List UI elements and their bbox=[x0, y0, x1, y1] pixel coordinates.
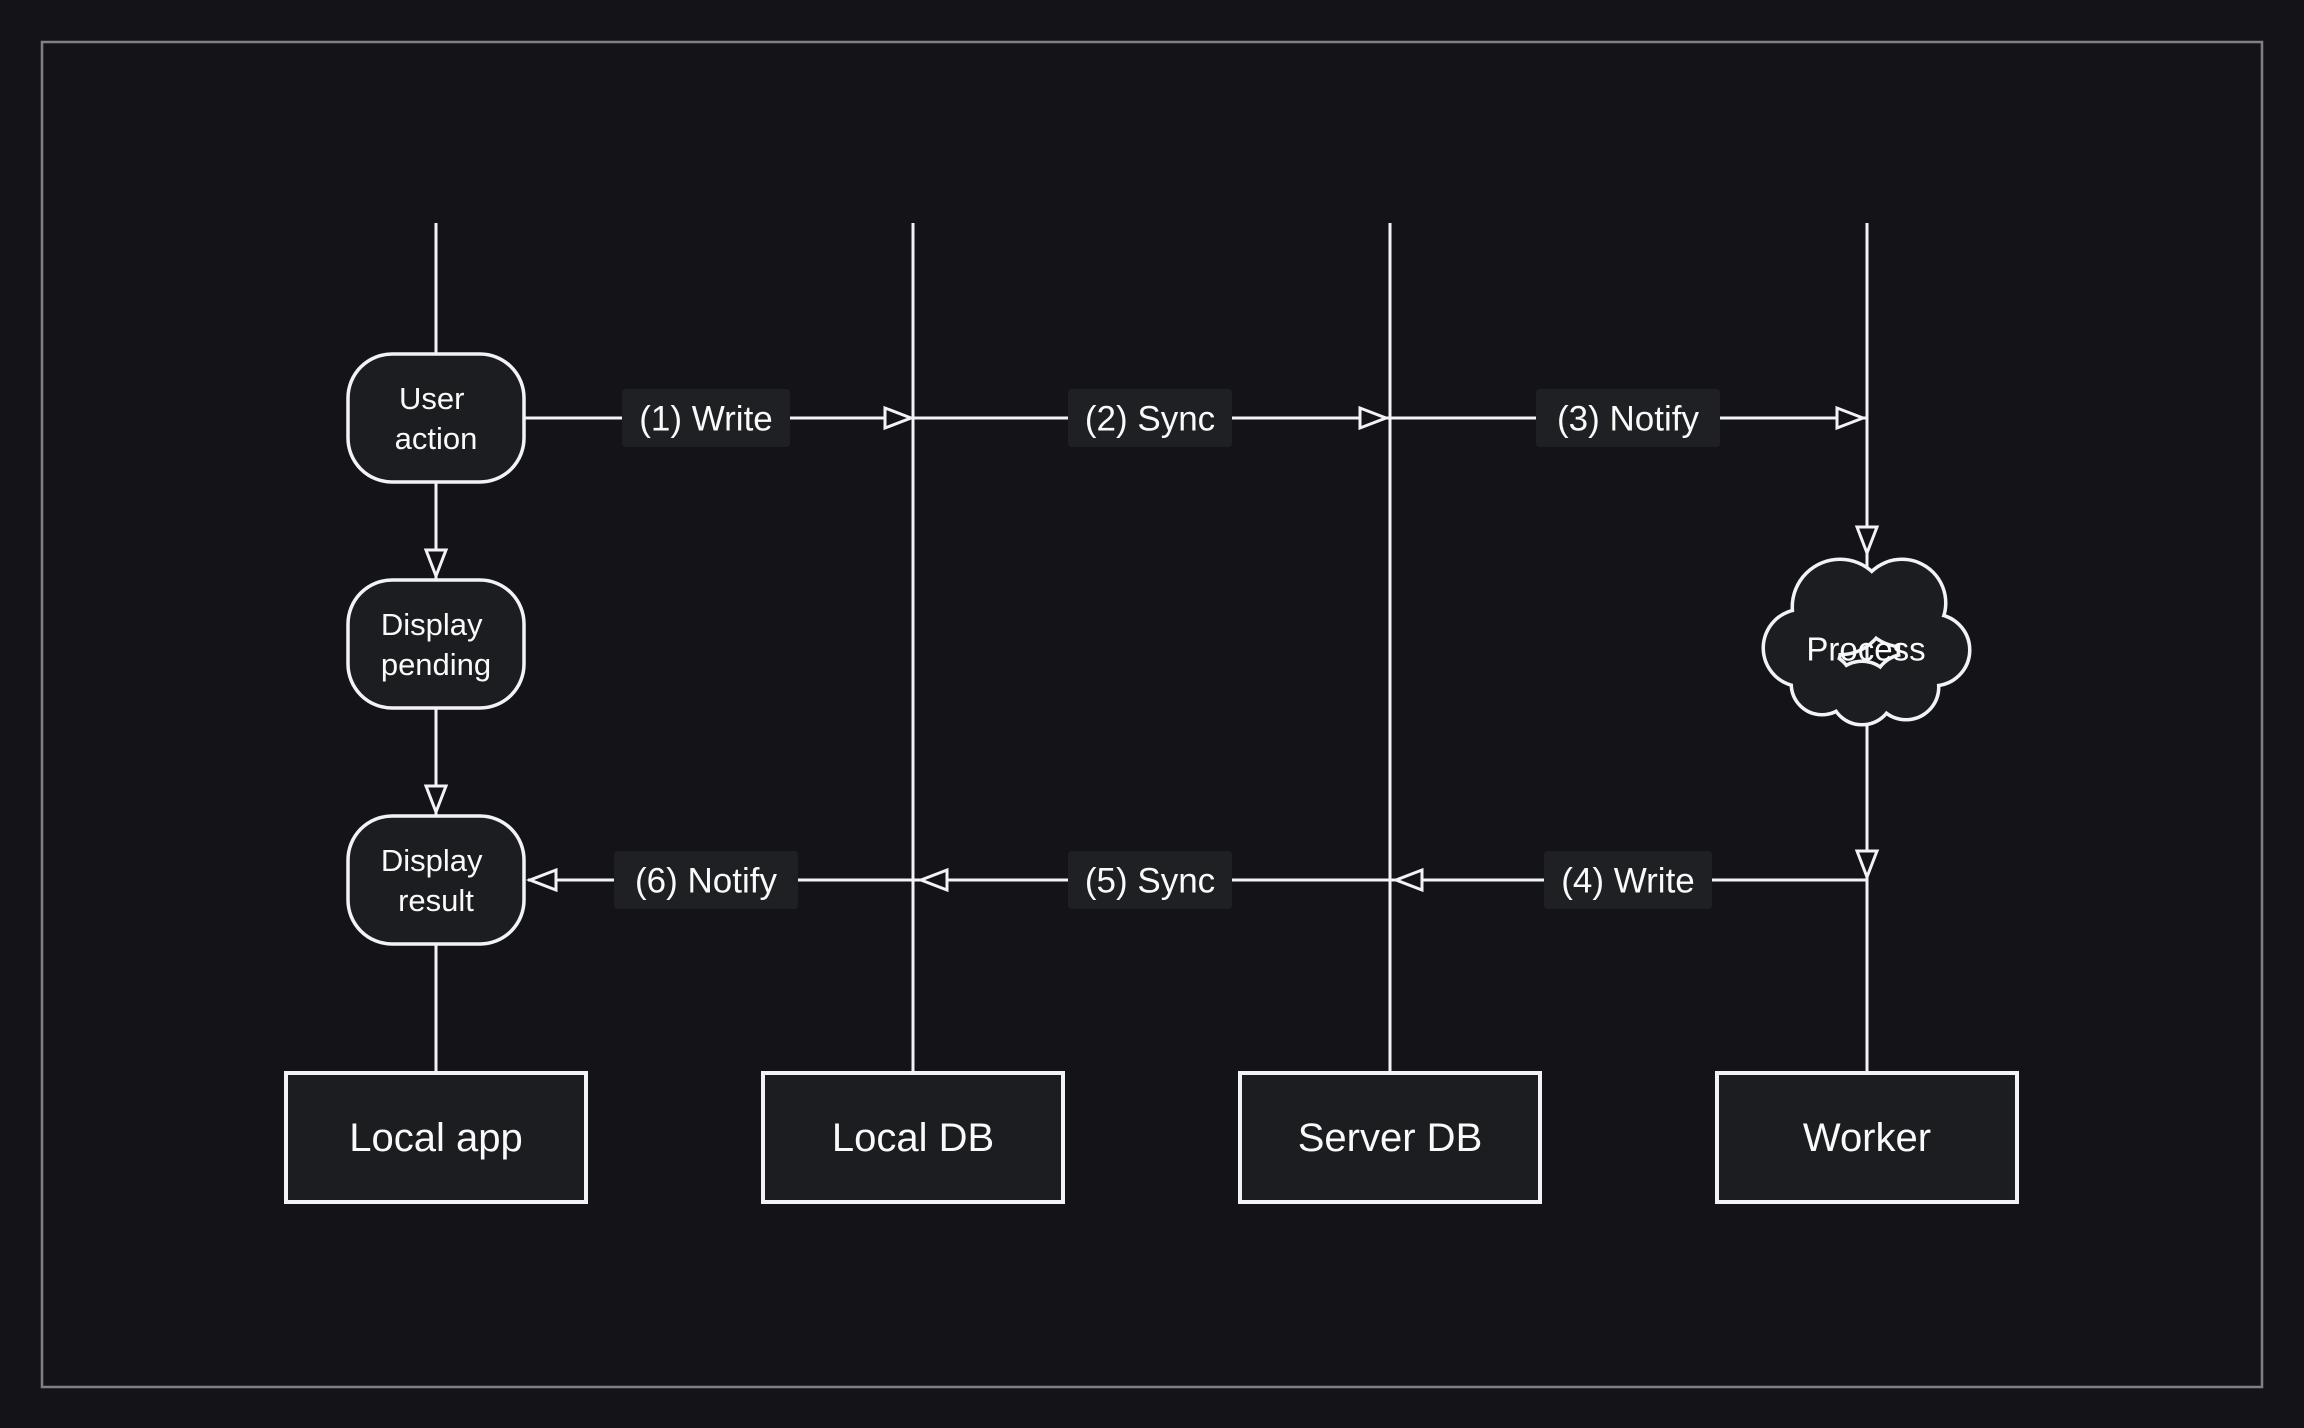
lane-label: Local app bbox=[349, 1116, 522, 1160]
message-label-text: (2) Sync bbox=[1085, 400, 1215, 439]
lane-box-local-app: Local app bbox=[284, 1071, 588, 1204]
message-label-text: (3) Notify bbox=[1557, 400, 1699, 439]
node-process-cloud: Process bbox=[1761, 557, 1972, 727]
cloud-label: Process bbox=[1806, 631, 1925, 668]
lane-label: Server DB bbox=[1298, 1116, 1483, 1160]
lane-box bbox=[1715, 1071, 2019, 1204]
node-body bbox=[346, 814, 526, 946]
cloud-body bbox=[1765, 561, 1968, 723]
node-label: Display result bbox=[381, 843, 491, 918]
arrowhead-right-icon bbox=[883, 405, 916, 431]
message-label-2-sync: (2) Sync bbox=[1068, 389, 1232, 447]
message-chip bbox=[614, 851, 798, 909]
message-label-5-sync: (5) Sync bbox=[1068, 851, 1232, 909]
message-label-text: (5) Sync bbox=[1085, 862, 1215, 901]
message-label-4-write: (4) Write bbox=[1544, 851, 1712, 909]
message-chip bbox=[1068, 851, 1232, 909]
node-body bbox=[346, 578, 526, 710]
message-chip bbox=[1536, 389, 1720, 447]
lane-label: Worker bbox=[1803, 1116, 1931, 1160]
arrowhead-down-icon bbox=[1854, 849, 1880, 882]
node-display-result: Display result bbox=[346, 814, 526, 946]
node-label: Display pending bbox=[381, 607, 491, 682]
message-label-text: (6) Notify bbox=[635, 862, 777, 901]
arrowhead-left-icon bbox=[1391, 867, 1424, 893]
arrowhead-right-icon bbox=[1358, 405, 1391, 431]
lane-box bbox=[284, 1071, 588, 1204]
node-label: User action bbox=[395, 381, 478, 456]
arrowhead-left-icon bbox=[916, 867, 949, 893]
canvas-frame bbox=[40, 40, 2264, 1389]
message-label-1-write: (1) Write bbox=[622, 389, 790, 447]
lane-box bbox=[761, 1071, 1065, 1204]
lane-box-server-db: Server DB bbox=[1238, 1071, 1542, 1204]
message-chip bbox=[622, 389, 790, 447]
arrowhead-down-icon bbox=[423, 784, 449, 817]
arrowhead-down-icon bbox=[423, 548, 449, 581]
lane-box-local-db: Local DB bbox=[761, 1071, 1065, 1204]
arrowhead-down-icon bbox=[1854, 525, 1880, 558]
message-chip bbox=[1068, 389, 1232, 447]
message-label-3-notify: (3) Notify bbox=[1536, 389, 1720, 447]
node-user-action: User action bbox=[346, 352, 526, 484]
arrowhead-left-icon bbox=[525, 867, 558, 893]
message-label-text: (4) Write bbox=[1561, 862, 1695, 901]
message-label-text: (1) Write bbox=[639, 400, 773, 439]
message-chip bbox=[1544, 851, 1712, 909]
node-body bbox=[346, 352, 526, 484]
arrowhead-right-icon bbox=[1835, 405, 1868, 431]
message-label-6-notify: (6) Notify bbox=[614, 851, 798, 909]
lane-box-worker: Worker bbox=[1715, 1071, 2019, 1204]
node-display-pending: Display pending bbox=[346, 578, 526, 710]
lane-box bbox=[1238, 1071, 1542, 1204]
lane-label: Local DB bbox=[832, 1116, 994, 1160]
